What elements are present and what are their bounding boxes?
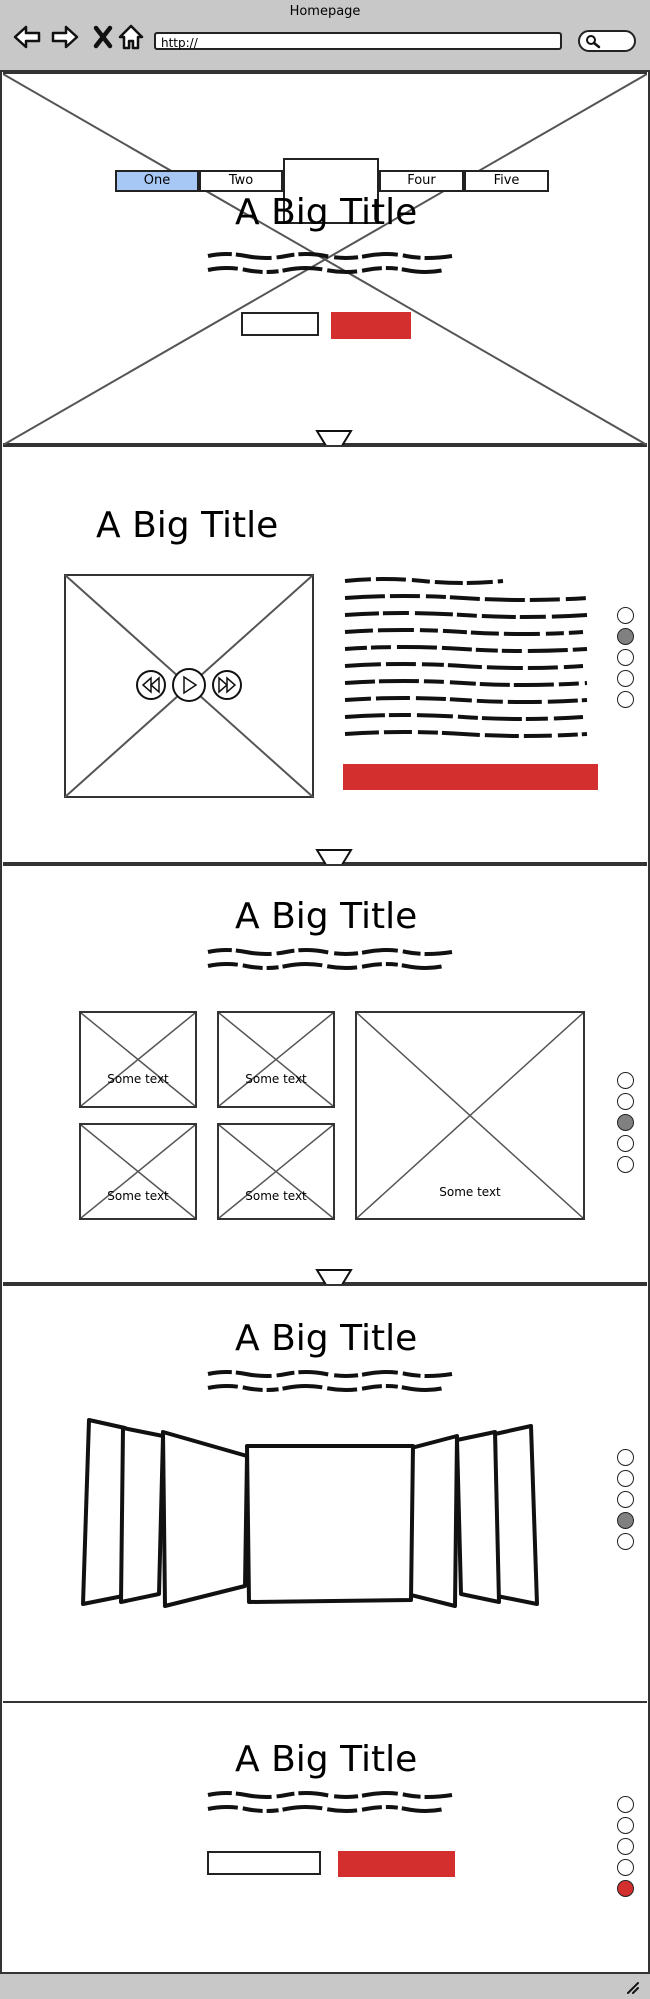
cta-section-title: A Big Title [235,1739,418,1780]
play-icon[interactable] [172,668,206,702]
logo-placeholder [283,158,379,224]
hero-text-placeholder [207,252,453,274]
pagination-dot[interactable] [617,691,634,708]
gallery-text-placeholder [207,948,453,970]
cta-text-placeholder [207,1791,453,1813]
coverflow-section-title: A Big Title [235,1318,418,1359]
pagination-dot[interactable] [617,607,634,624]
search-icon [586,35,601,49]
gallery-section-title: A Big Title [235,896,418,937]
browser-chrome: Homepage http:// [0,0,650,72]
hero-image-placeholder [3,74,647,445]
pagination-dot[interactable] [617,1093,634,1110]
coverflow-text-placeholder [207,1370,453,1392]
section-pagination-dots [617,1072,635,1177]
hero-secondary-button[interactable] [241,312,319,336]
pagination-dot[interactable] [617,1156,634,1173]
pagination-dot[interactable] [617,1449,634,1466]
nav-tab-five[interactable]: Five [464,170,549,192]
cta-section: A Big Title [3,1701,647,1972]
gallery-tile[interactable]: Some text [217,1011,335,1108]
video-player[interactable] [64,574,314,798]
nav-tab-one[interactable]: One [115,170,199,192]
status-bar [0,1972,650,1999]
forward-arrow-icon[interactable] [50,22,80,52]
hero-title: A Big Title [235,192,418,233]
pagination-dot[interactable] [617,1072,634,1089]
url-field[interactable]: http:// [154,32,562,50]
hero-section: One Two Four Five A Big Title [3,72,647,445]
gallery-feature-tile[interactable]: Some text [355,1011,585,1220]
window-title: Homepage [289,4,361,19]
pagination-dot-active[interactable] [617,1114,634,1131]
gallery-section: A Big Title Some text Some text Some tex… [3,864,647,1284]
video-description-placeholder [344,577,588,738]
pagination-dot[interactable] [617,1491,634,1508]
cta-primary-button[interactable] [338,1851,455,1877]
pagination-dot[interactable] [617,670,634,687]
image-carousel[interactable] [77,1416,577,1616]
video-section: A Big Title [3,445,647,864]
pagination-dot-active[interactable] [617,628,634,645]
gallery-tile-label: Some text [107,1189,169,1203]
nav-tab-two[interactable]: Two [199,170,283,192]
section-pagination-dots [617,607,635,712]
pagination-dot[interactable] [617,1533,634,1550]
home-icon[interactable] [116,22,146,52]
pagination-dot[interactable] [617,649,634,666]
pagination-dot-active[interactable] [617,1512,634,1529]
close-icon[interactable] [88,22,118,52]
pagination-dot[interactable] [617,1859,634,1876]
resize-grip-icon[interactable] [624,1979,640,1995]
search-field[interactable] [578,30,636,52]
gallery-tile-label: Some text [245,1189,307,1203]
gallery-tile-label: Some text [439,1185,501,1199]
pagination-dot[interactable] [617,1796,634,1813]
pagination-dot[interactable] [617,1817,634,1834]
gallery-tile-label: Some text [245,1072,307,1086]
pagination-dot[interactable] [617,1135,634,1152]
section-pagination-dots [617,1796,635,1901]
back-arrow-icon[interactable] [12,22,42,52]
video-cta-button[interactable] [343,764,598,790]
hero-primary-button[interactable] [331,312,411,339]
cta-secondary-button[interactable] [207,1851,321,1875]
top-navigation: One Two Four Five [115,158,549,224]
gallery-tile[interactable]: Some text [79,1011,197,1108]
nav-tab-four[interactable]: Four [379,170,464,192]
section-pagination-dots [617,1449,635,1554]
rewind-icon[interactable] [136,670,166,700]
pagination-dot[interactable] [617,1838,634,1855]
gallery-tile-label: Some text [107,1072,169,1086]
coverflow-section: A Big Title [3,1284,647,1703]
fast-forward-icon[interactable] [212,670,242,700]
pagination-dot[interactable] [617,1470,634,1487]
gallery-tile[interactable]: Some text [217,1123,335,1220]
video-section-title: A Big Title [96,505,279,546]
gallery-tile[interactable]: Some text [79,1123,197,1220]
pagination-dot-active[interactable] [617,1880,634,1897]
